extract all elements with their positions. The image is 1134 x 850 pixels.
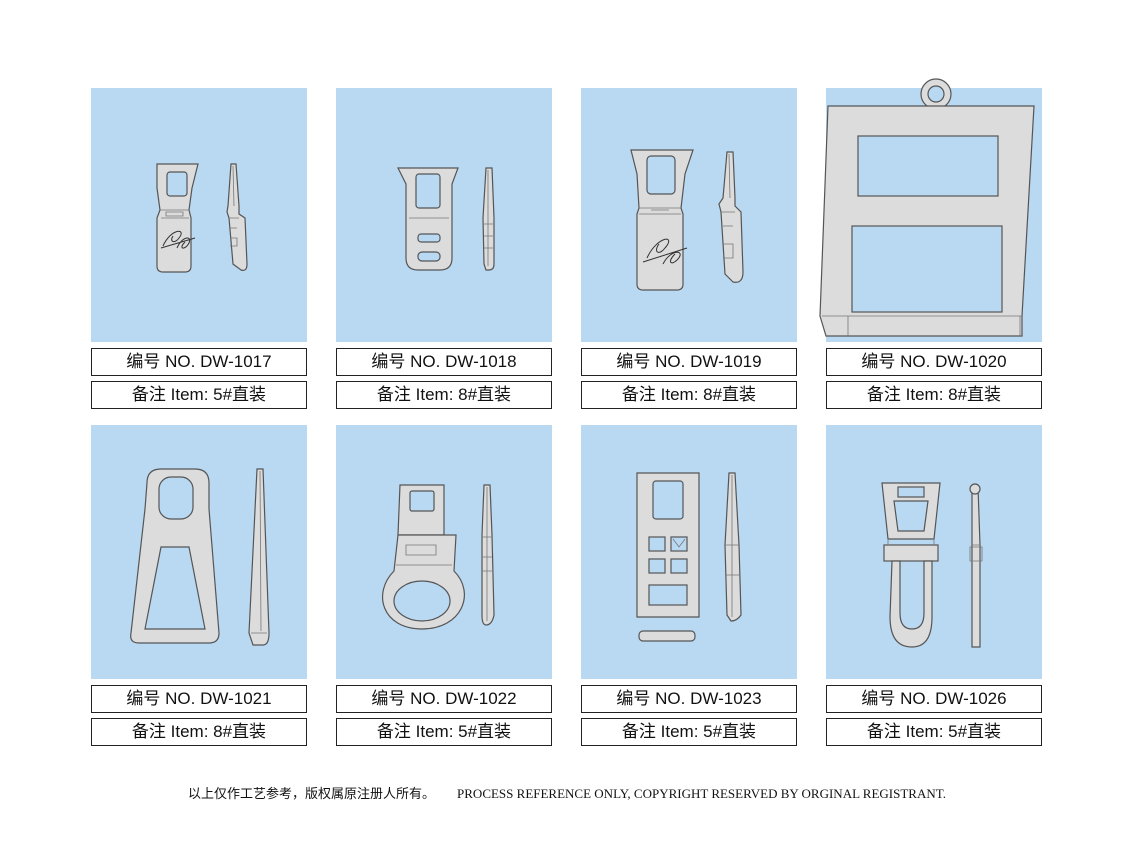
footer-disclaimer-en: PROCESS REFERENCE ONLY, COPYRIGHT RESERV… <box>457 786 946 801</box>
product-item-label: 备注 Item: 5#直装 <box>581 718 797 746</box>
product-number-label: 编号 NO. DW-1021 <box>91 685 307 713</box>
product-item-label: 备注 Item: 8#直装 <box>336 381 552 409</box>
product-number-label: 编号 NO. DW-1017 <box>91 348 307 376</box>
product-item-label: 备注 Item: 8#直装 <box>91 718 307 746</box>
product-number-label: 编号 NO. DW-1022 <box>336 685 552 713</box>
zipper-puller-drawing <box>630 149 744 291</box>
product-number-label: 编号 NO. DW-1020 <box>826 348 1042 376</box>
zipper-puller-drawing <box>881 482 983 648</box>
zipper-puller-drawing <box>397 167 495 271</box>
product-number-label: 编号 NO. DW-1018 <box>336 348 552 376</box>
copyright-footer: 以上仅作工艺参考，版权属原注册人所有。 PROCESS REFERENCE ONL… <box>0 783 1134 802</box>
zipper-puller-drawing <box>381 484 495 630</box>
zipper-puller-drawing <box>130 468 270 646</box>
product-image-dw-1023 <box>581 425 797 679</box>
product-number-label: 编号 NO. DW-1023 <box>581 685 797 713</box>
product-item-label: 备注 Item: 5#直装 <box>336 718 552 746</box>
product-image-dw-1022 <box>336 425 552 679</box>
product-item-label: 备注 Item: 8#直装 <box>581 381 797 409</box>
product-image-dw-1021 <box>91 425 307 679</box>
product-item-label: 备注 Item: 5#直装 <box>826 718 1042 746</box>
product-image-dw-1018 <box>336 88 552 342</box>
product-image-dw-1026 <box>826 425 1042 679</box>
product-number-label: 编号 NO. DW-1019 <box>581 348 797 376</box>
product-number-label: 编号 NO. DW-1026 <box>826 685 1042 713</box>
product-image-dw-1019 <box>581 88 797 342</box>
product-item-label: 备注 Item: 8#直装 <box>826 381 1042 409</box>
zipper-puller-drawing <box>636 472 742 642</box>
product-item-label: 备注 Item: 5#直装 <box>91 381 307 409</box>
zipper-puller-drawing <box>819 78 1035 337</box>
zipper-puller-drawing <box>156 163 248 273</box>
product-image-dw-1020 <box>819 78 1042 342</box>
footer-disclaimer-cn: 以上仅作工艺参考，版权属原注册人所有。 <box>188 787 436 802</box>
product-image-dw-1017 <box>91 88 307 342</box>
